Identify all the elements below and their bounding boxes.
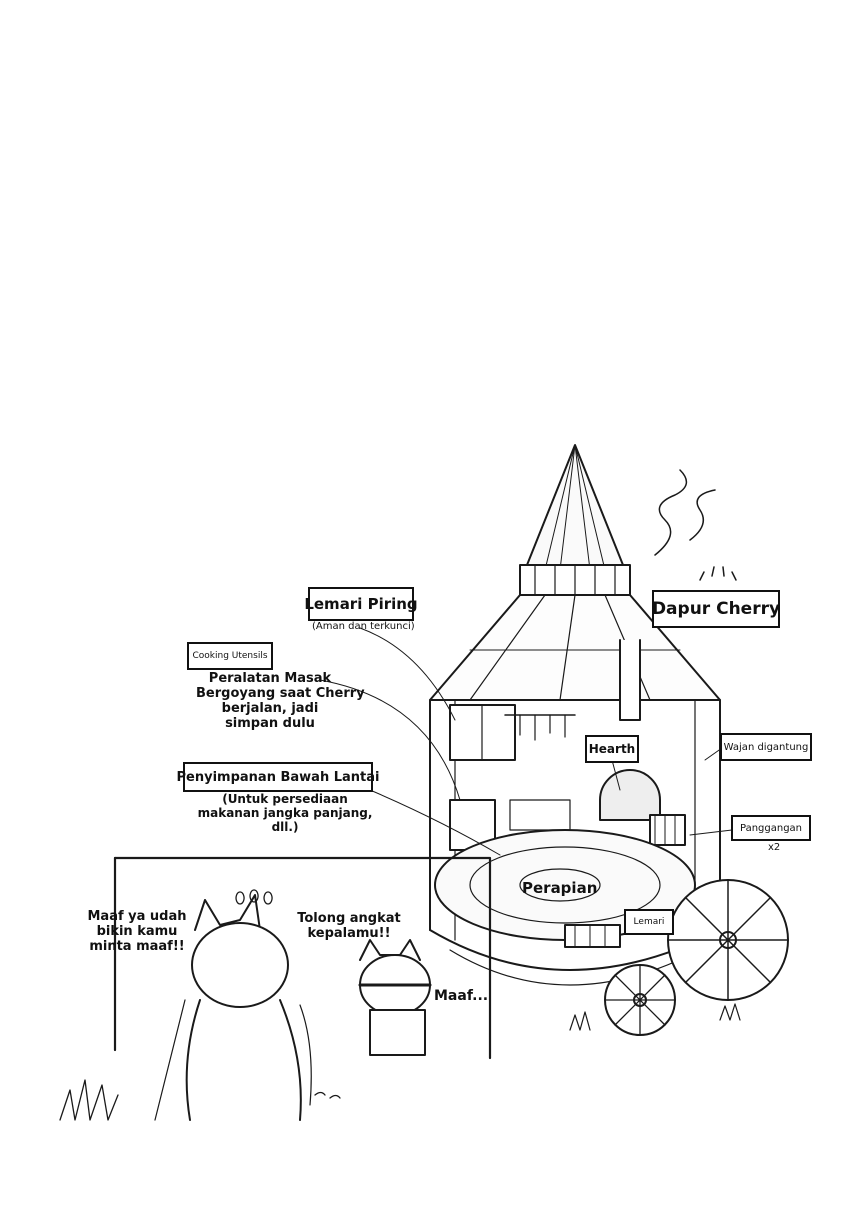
diagram-title: Dapur Cherry: [652, 590, 780, 628]
label-wajan-text: Wajan digantung: [723, 741, 809, 753]
label-lemari: Lemari: [624, 909, 674, 935]
label-perapian: Perapian: [522, 879, 598, 897]
label-hearth-text: Hearth: [588, 742, 636, 756]
speech-right: Maaf...: [434, 988, 489, 1004]
label-panggangan: Panggangan: [731, 815, 811, 841]
speech-middle: Tolong angkat kepalamu!!: [294, 911, 404, 942]
peralatan-line-4: simpan dulu: [225, 715, 315, 731]
speech-middle-line-2: kepalamu!!: [307, 925, 391, 941]
peralatan-line-2: Bergoyang saat Cherry: [196, 685, 365, 701]
label-lemari-piring: Lemari Piring: [304, 587, 418, 621]
speech-left-line-3: minta maaf!!: [89, 938, 185, 954]
label-hearth: Hearth: [585, 735, 639, 763]
label-cooking-utensils-text: Cooking Utensils: [192, 651, 268, 661]
speech-left-line-1: Maaf ya udah: [87, 909, 187, 924]
label-penyimpanan-note: (Untuk persediaan makanan jangka panjang…: [190, 792, 380, 834]
speech-left-line-2: bikin kamu: [96, 923, 178, 939]
label-lemari-text: Lemari: [633, 917, 665, 927]
speech-left: Maaf ya udah bikin kamu minta maaf!!: [82, 909, 192, 955]
label-peralatan-masak: Peralatan Masak Bergoyang saat Cherry be…: [196, 671, 365, 732]
speech-middle-line-1: Tolong angkat: [297, 911, 401, 926]
label-panggangan-text: Panggangan: [739, 822, 803, 834]
label-cooking-utensils: Cooking Utensils: [187, 642, 273, 670]
penyimpanan-note-3: dll.): [271, 819, 299, 834]
diagram-title-text: Dapur Cherry: [651, 599, 781, 619]
label-penyimpanan-text: Penyimpanan Bawah Lantai: [176, 769, 380, 785]
label-lemari-piring-note: (Aman dan terkunci): [312, 621, 415, 632]
penyimpanan-note-2: makanan jangka panjang,: [197, 805, 373, 820]
peralatan-line-3: berjalan, jadi: [221, 700, 319, 716]
label-wajan: Wajan digantung: [720, 733, 812, 761]
penyimpanan-note-1: (Untuk persediaan: [222, 792, 348, 806]
label-panggangan-count: x2: [768, 842, 781, 853]
label-lemari-piring-text: Lemari Piring: [304, 595, 418, 613]
label-penyimpanan: Penyimpanan Bawah Lantai: [177, 762, 379, 792]
peralatan-line-1: Peralatan Masak: [208, 671, 332, 686]
